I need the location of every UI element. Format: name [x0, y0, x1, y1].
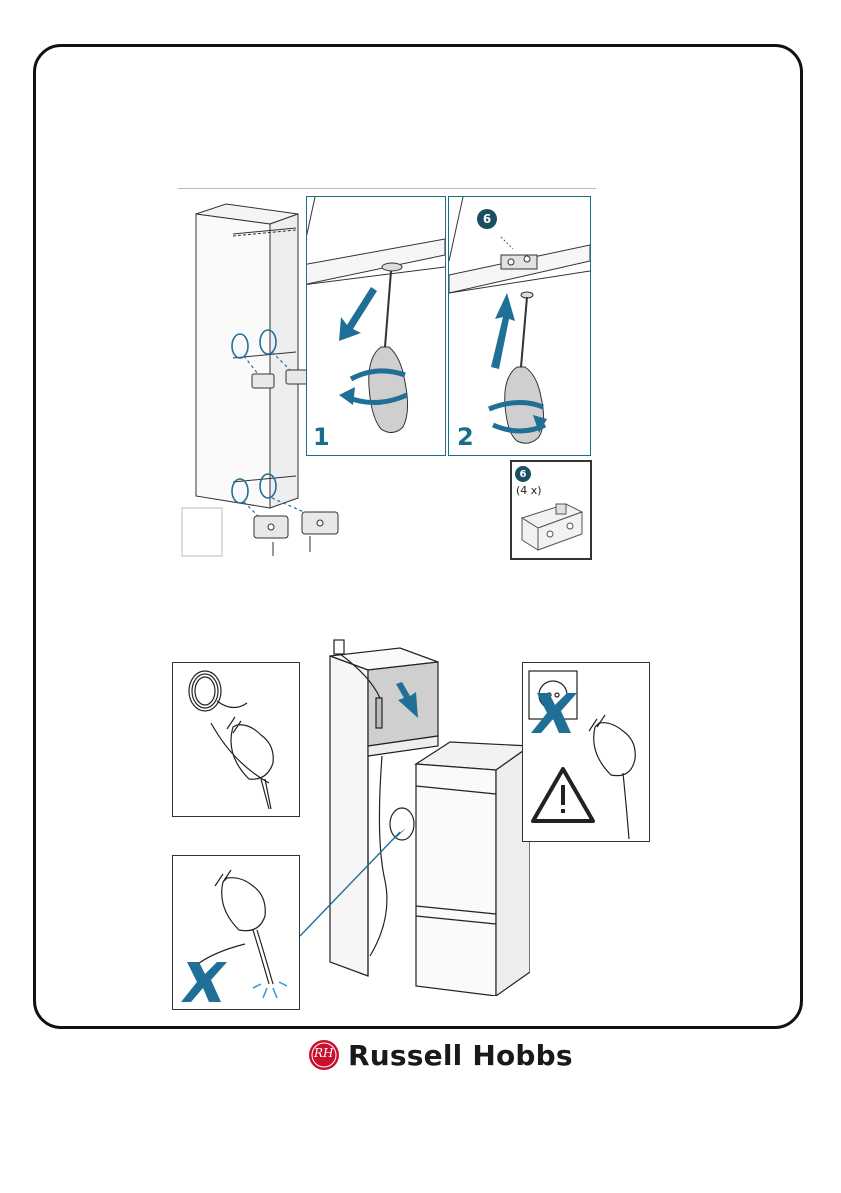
warning-panel	[522, 662, 650, 842]
step2-panel: 6 2	[448, 196, 591, 456]
blue-x-icon	[181, 962, 227, 1002]
arrow-down-left	[339, 287, 377, 341]
door-brackets	[248, 506, 358, 566]
part-callout-badge: 6	[477, 209, 497, 229]
step1-number: 1	[313, 423, 330, 451]
plug-cable-panel	[172, 662, 300, 817]
fridge-installation	[300, 636, 530, 996]
step1-panel: 1	[306, 196, 446, 456]
top-illustration: 1 6 2 6 (4 x)	[178, 186, 598, 566]
brand-logo: RH Russell Hobbs	[308, 1037, 573, 1073]
brand-monogram-text: RH	[314, 1046, 334, 1060]
brand-name: Russell Hobbs	[348, 1039, 573, 1072]
damaged-cable-panel	[172, 855, 300, 1010]
part-box-badge: 6	[515, 466, 531, 482]
warning-triangle-icon	[533, 769, 593, 821]
part-box: 6 (4 x)	[510, 460, 592, 560]
arrow-up	[491, 293, 515, 369]
step2-number: 2	[457, 423, 474, 451]
